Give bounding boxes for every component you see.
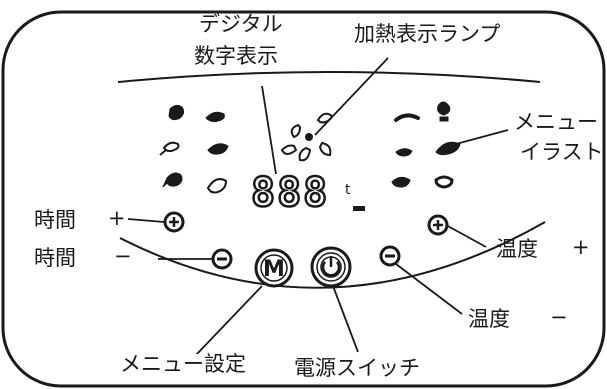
display-colon: t (345, 182, 351, 198)
drumstick-icon (159, 141, 180, 156)
leader-time-plus (127, 218, 165, 223)
leader-temp-minus (395, 263, 463, 315)
top-arc (117, 71, 541, 83)
sausage-icon (394, 113, 420, 122)
fries-icon (395, 148, 413, 157)
bread-icon (435, 141, 461, 156)
bottom-arc (119, 221, 546, 289)
label-digital-display: デジタル (199, 12, 283, 36)
temp-plus-button[interactable] (427, 214, 449, 236)
leader-power-switch (332, 285, 359, 353)
leader-lines (127, 57, 509, 356)
leader-digital (261, 85, 277, 175)
label-time-minus-sign: − (114, 244, 132, 268)
label-time-plus: 時間 (34, 208, 76, 232)
leader-menu-illust (455, 129, 509, 145)
temp-minus-button[interactable] (379, 245, 401, 267)
label-digital-display-line2: 数字表示 (194, 44, 278, 68)
panel-outline (1, 10, 606, 388)
pizza-icon (391, 176, 411, 188)
power-icon (321, 256, 341, 277)
label-temp-minus-sign: − (550, 305, 568, 329)
display-dash (353, 206, 365, 211)
label-heat-lamp: 加熱表示ランプ (354, 22, 501, 46)
chicken-icon (162, 172, 183, 188)
vegetable-icon (434, 175, 454, 189)
menu-button-letter: M (263, 257, 285, 282)
menu-icons-left (159, 104, 229, 194)
label-power-switch: 電源スイッチ (292, 356, 422, 380)
label-temp-minus: 温度 (468, 307, 510, 331)
time-minus-button[interactable] (211, 248, 233, 270)
leader-menu-set (195, 285, 263, 356)
label-temp-plus-sign: + (572, 235, 590, 259)
leader-temp-plus (445, 224, 487, 248)
leader-heat-lamp (314, 57, 389, 136)
digital-display: 888 t (250, 169, 365, 217)
label-time-minus: 時間 (34, 246, 76, 270)
menu-icons-right (391, 101, 461, 189)
label-time-plus-sign: + (108, 206, 126, 230)
steak-icon (205, 111, 225, 123)
label-menu-set: メニュー設定 (118, 352, 248, 376)
label-menu-illust-line2: イラスト (520, 140, 604, 164)
cake-icon (437, 101, 451, 122)
time-plus-button[interactable] (163, 211, 185, 233)
power-button[interactable] (310, 246, 352, 288)
display-digits: 888 (251, 170, 329, 216)
meat-icon (168, 104, 185, 121)
menu-button[interactable]: M (254, 248, 294, 288)
shrimp-icon (207, 143, 229, 155)
heat-lamp-icon (280, 112, 334, 162)
label-temp-plus: 温度 (496, 237, 538, 261)
label-menu-illust: メニュー (514, 110, 598, 134)
fish-icon (206, 178, 228, 194)
